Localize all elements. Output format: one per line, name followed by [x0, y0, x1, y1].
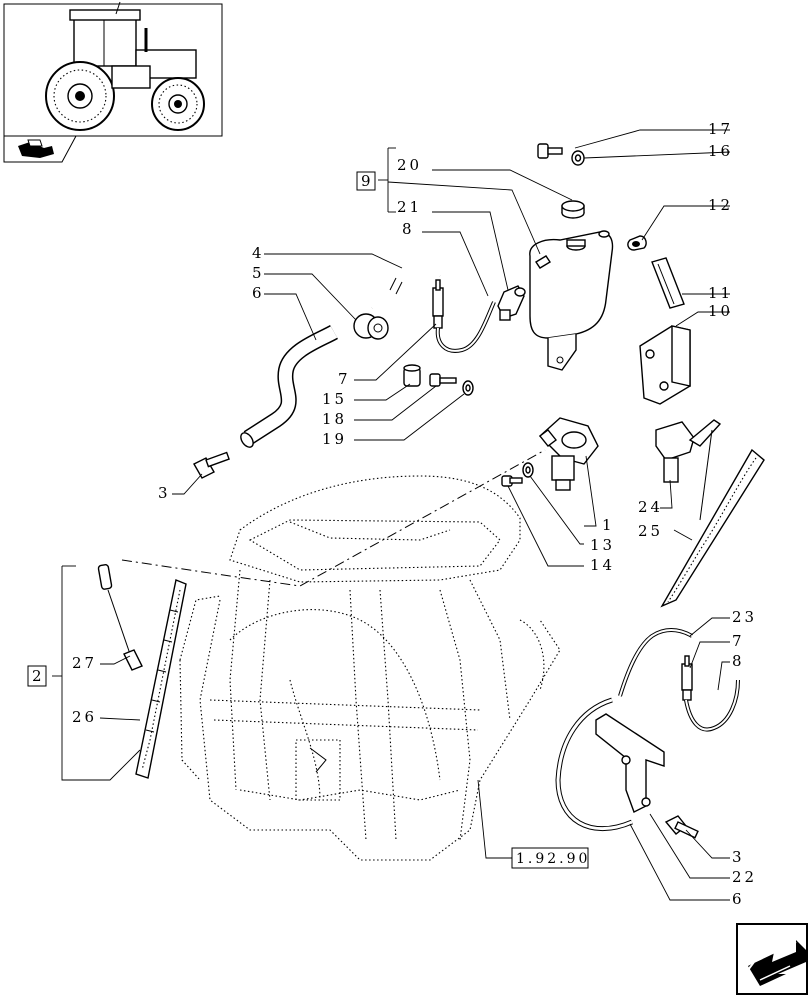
callout-27: 27 [72, 654, 97, 672]
callout-19: 19 [322, 430, 347, 448]
callout-20: 20 [397, 156, 422, 174]
washer-13[interactable] [522, 462, 534, 478]
callout-21: 21 [397, 198, 422, 216]
callout-3-lower: 3 [732, 848, 745, 866]
wiper-arm-27[interactable] [97, 564, 143, 671]
callout-7: 7 [338, 370, 351, 388]
grommet-5[interactable] [353, 313, 389, 340]
wiper-blade-26[interactable] [135, 579, 187, 779]
callout-12: 12 [708, 196, 733, 214]
screw-17[interactable] [537, 143, 563, 159]
wiper-motor-1[interactable] [538, 417, 599, 491]
callout-9-box[interactable]: 9 [356, 171, 376, 191]
bracket-22[interactable] [595, 713, 665, 813]
callout-4: 4 [252, 244, 265, 262]
grommet-12[interactable] [627, 235, 647, 251]
washer-16[interactable] [571, 150, 585, 166]
callout-6: 6 [252, 284, 265, 302]
next-page-arrow-button[interactable] [736, 923, 808, 995]
screw-3b[interactable] [664, 815, 699, 839]
reference-number: 1.92.90 [516, 851, 590, 867]
tractor-thumbnail[interactable] [3, 1, 223, 163]
callout-24: 24 [638, 498, 663, 516]
nozzle-7b[interactable] [681, 655, 693, 701]
callout-1: 1 [602, 516, 615, 534]
callout-2-box[interactable]: 2 [27, 665, 47, 687]
callout-labels: 17 16 20 9 21 12 8 4 5 6 11 10 7 15 18 1… [27, 120, 757, 908]
hose-4[interactable] [371, 256, 442, 309]
callout-11: 11 [708, 284, 733, 302]
callout-17: 17 [708, 120, 733, 138]
callout-10: 10 [708, 302, 733, 320]
hose-6b[interactable] [555, 697, 633, 832]
leader-lines [52, 129, 731, 901]
screw-3[interactable] [193, 451, 230, 479]
wiper-blade-25[interactable] [660, 448, 765, 608]
arrow-icon [747, 940, 806, 986]
callout-23: 23 [732, 608, 757, 626]
callout-5: 5 [252, 264, 265, 282]
callout-3: 3 [158, 484, 171, 502]
hose-8[interactable] [435, 301, 496, 353]
callout-26: 26 [72, 708, 97, 726]
callout-13: 13 [590, 536, 615, 554]
callout-18: 18 [322, 410, 347, 428]
strip-11[interactable] [651, 257, 685, 309]
washer-tank[interactable] [529, 230, 614, 371]
bracket-10[interactable] [639, 325, 691, 405]
hose-6[interactable] [238, 324, 338, 449]
callout-16: 16 [708, 142, 733, 160]
callout-8: 8 [402, 220, 415, 238]
callout-25: 25 [638, 522, 663, 540]
callout-9: 9 [361, 172, 374, 190]
hose-23[interactable] [618, 628, 693, 697]
reference-box[interactable]: 1.92.90 [511, 847, 590, 869]
hose-8b[interactable] [684, 679, 740, 732]
wiper-arm-24[interactable] [655, 419, 722, 521]
callout-2: 2 [32, 667, 45, 685]
screw-14[interactable] [501, 475, 523, 487]
nozzle-7[interactable] [432, 279, 444, 329]
spacer-15[interactable] [403, 364, 421, 387]
callout-8-lower: 8 [732, 652, 745, 670]
callout-7-lower: 7 [732, 632, 745, 650]
vehicle-icon [18, 139, 54, 158]
callout-14: 14 [590, 556, 615, 574]
screw-18[interactable] [429, 373, 457, 387]
tank-cap[interactable] [561, 200, 585, 219]
cab-frame-outline [179, 475, 561, 861]
washer-19[interactable] [462, 380, 474, 396]
elbow-connector-21[interactable] [497, 285, 526, 321]
tractor-illustration [45, 1, 205, 131]
mounting-axis-line [121, 449, 546, 587]
callout-6-lower: 6 [732, 890, 745, 908]
callout-15: 15 [322, 390, 347, 408]
callout-22: 22 [732, 868, 757, 886]
